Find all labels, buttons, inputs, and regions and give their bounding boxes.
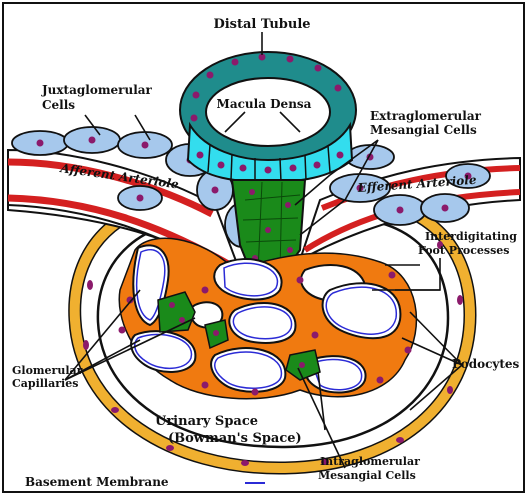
label-capillaries: Capillaries [12, 377, 78, 390]
capillary-loop-5 [229, 303, 295, 343]
label-juxtaglomerular: Juxtaglomerular [41, 83, 153, 97]
label-interdigitating: Interdigitating [425, 230, 517, 243]
label-juxtaglomerular-cells: Cells [42, 98, 75, 112]
label-basement-membrane: Basement Membrane [25, 475, 169, 489]
label-urinary-space: Urinary Space [155, 414, 258, 429]
label-extraglomerular: Extraglomerular [370, 109, 482, 123]
label-bowmans-space: (Bowman's Space) [168, 431, 302, 446]
label-macula-densa: Macula Densa [217, 97, 312, 111]
label-intraglomerular-cells: Mesangial Cells [318, 469, 416, 482]
label-intraglomerular: Intraglomerular [320, 455, 420, 468]
label-distal-tubule: Distal Tubule [213, 17, 310, 32]
label-foot-processes: Foot Processes [418, 244, 509, 257]
label-podocytes: Podocytes [452, 357, 520, 371]
label-extraglomerular-cells: Mesangial Cells [370, 123, 477, 137]
label-glomerular: Glomerular [12, 364, 83, 377]
